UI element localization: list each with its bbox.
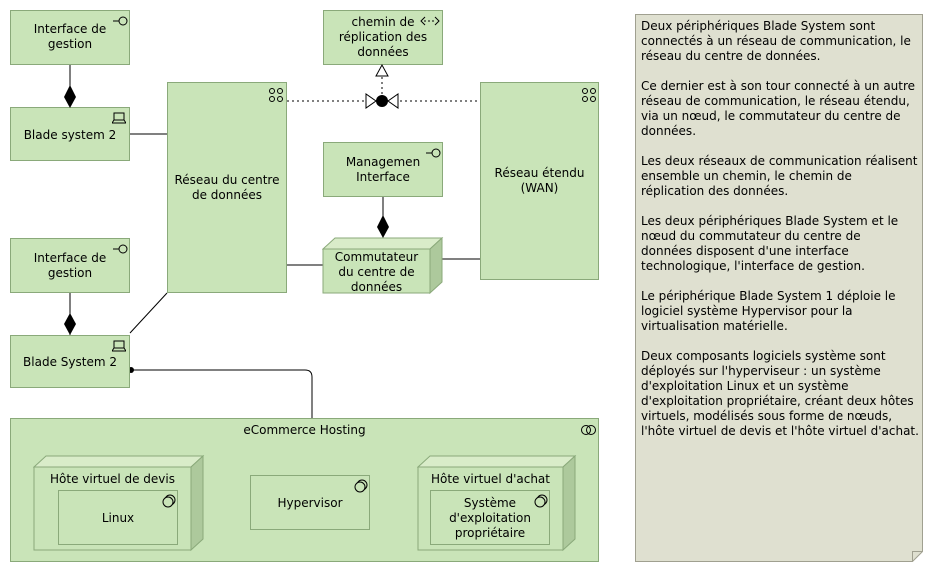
interface-icon bbox=[113, 16, 128, 26]
blade-system-bottom[interactable]: Blade System 2 bbox=[10, 335, 130, 388]
interface-gestion-top[interactable]: Interface de gestion bbox=[10, 10, 130, 65]
assoc-blade-bottom-network bbox=[129, 292, 168, 334]
datacenter-network-label: Réseau du centre de données bbox=[174, 173, 280, 202]
composition-diamond-bottom bbox=[64, 313, 76, 335]
path-icon bbox=[420, 16, 440, 26]
composition-diamond-mgmt bbox=[377, 215, 389, 238]
device-icon bbox=[112, 340, 126, 352]
realization-arrowhead-left bbox=[365, 93, 377, 109]
interface-icon bbox=[426, 148, 441, 158]
interface-icon bbox=[113, 244, 128, 254]
realization-arrowhead-up bbox=[375, 63, 389, 77]
linux-label: Linux bbox=[101, 511, 135, 525]
proprietary-os-label: Système d'exploitation propriétaire bbox=[449, 496, 531, 540]
collaboration-icon bbox=[581, 425, 596, 435]
blade-system-bottom-label: Blade System 2 bbox=[23, 355, 117, 369]
replication-path-label: chemin de réplication des données bbox=[338, 15, 428, 59]
interface-gestion-bottom[interactable]: Interface de gestion bbox=[10, 238, 130, 293]
proprietary-os-system-software[interactable]: Système d'exploitation propriétaire bbox=[430, 490, 550, 545]
blade-system-top[interactable]: Blade system 2 bbox=[10, 107, 130, 161]
hypervisor-label: Hypervisor bbox=[277, 496, 343, 510]
interface-gestion-top-label: Interface de gestion bbox=[33, 22, 107, 51]
vhost-quote[interactable]: Hôte virtuel de devis bbox=[50, 472, 175, 486]
datacenter-network[interactable]: Réseau du centre de données bbox=[167, 82, 287, 293]
realization-arrowhead-right bbox=[387, 93, 399, 109]
composition-diamond-top bbox=[64, 85, 76, 108]
blade-system-top-label: Blade system 2 bbox=[23, 128, 117, 142]
system-software-icon bbox=[534, 494, 548, 508]
system-software-icon bbox=[162, 494, 176, 508]
description-note[interactable]: Deux périphériques Blade System sont con… bbox=[635, 14, 923, 562]
wan-network-label: Réseau étendu (WAN) bbox=[494, 166, 585, 195]
wan-network[interactable]: Réseau étendu (WAN) bbox=[480, 82, 599, 280]
note-shape bbox=[635, 14, 923, 562]
hypervisor-system-software[interactable]: Hypervisor bbox=[250, 475, 370, 530]
network-icon bbox=[582, 88, 596, 102]
ecommerce-hosting-label: eCommerce Hosting bbox=[243, 423, 366, 437]
datacenter-switch-node-shape bbox=[322, 237, 444, 295]
deploy-blade-hypervisor bbox=[131, 369, 316, 470]
replication-path[interactable]: chemin de réplication des données bbox=[323, 10, 443, 65]
management-interface[interactable]: Managemen Interface bbox=[323, 142, 443, 197]
junction-dot bbox=[376, 95, 388, 107]
device-icon bbox=[112, 112, 126, 124]
vhost-purchase[interactable]: Hôte virtuel d'achat bbox=[430, 472, 550, 486]
note-text: Deux périphériques Blade System sont con… bbox=[641, 19, 919, 438]
datacenter-switch[interactable]: Commutateur du centre de données bbox=[334, 250, 419, 294]
system-software-icon bbox=[354, 479, 368, 493]
interface-gestion-bottom-label: Interface de gestion bbox=[33, 251, 107, 280]
network-icon bbox=[269, 88, 283, 102]
linux-system-software[interactable]: Linux bbox=[58, 490, 178, 545]
management-interface-label: Managemen Interface bbox=[345, 155, 421, 184]
